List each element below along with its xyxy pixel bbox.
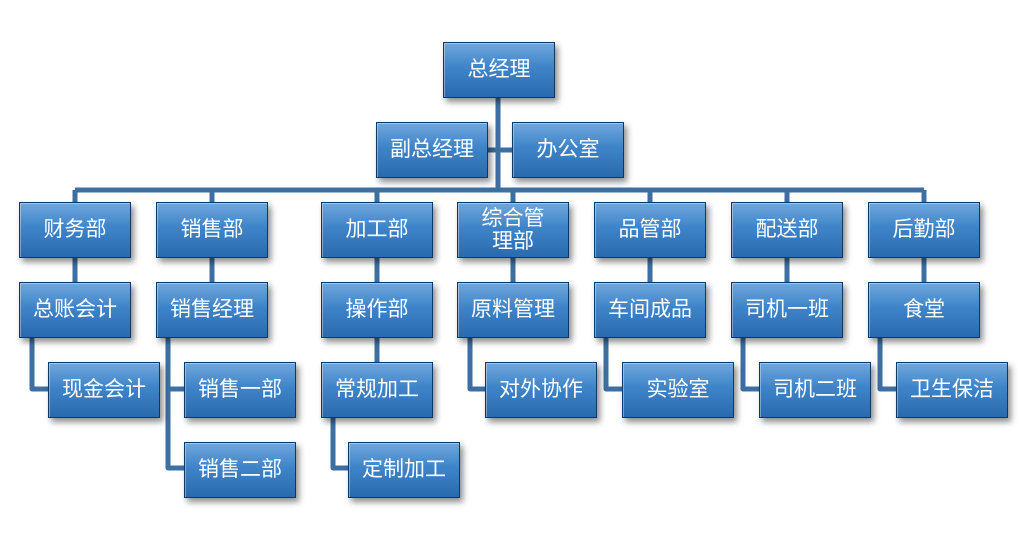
mgr-to-sales2: [165, 389, 184, 471]
node-label: 实验室: [646, 377, 710, 402]
node-external-cooperation: 对外协作: [485, 362, 597, 418]
node-label: 后勤部: [892, 217, 956, 242]
node-regular-processing: 常规加工: [321, 362, 433, 418]
node-label: 车间成品: [608, 297, 692, 322]
node-label: 卫生保洁: [910, 377, 994, 402]
node-sales-dept: 销售部: [156, 202, 268, 258]
node-general-management-dept: 综合管理部: [457, 202, 569, 258]
node-sales-manager: 销售经理: [156, 282, 268, 338]
node-finance-dept: 财务部: [19, 202, 131, 258]
node-driver-team-1: 司机一班: [731, 282, 843, 338]
node-laboratory: 实验室: [622, 362, 734, 418]
mgr-to-sales1: [165, 338, 184, 392]
node-label: 销售二部: [198, 457, 282, 482]
node-label: 总账会计: [33, 297, 117, 322]
node-label: 对外协作: [499, 377, 583, 402]
node-label: 食堂: [903, 297, 945, 322]
node-sanitation: 卫生保洁: [896, 362, 1008, 418]
driver1-to-driver2: [740, 338, 759, 392]
node-label: 销售一部: [198, 377, 282, 402]
node-workshop-product: 车间成品: [594, 282, 706, 338]
node-canteen: 食堂: [868, 282, 980, 338]
regular-to-custom: [330, 418, 348, 471]
raw-to-external: [467, 338, 485, 392]
node-sales-dept-1: 销售一部: [184, 362, 296, 418]
node-label: 财务部: [43, 217, 107, 242]
node-label: 办公室: [536, 137, 600, 162]
node-label: 总经理: [467, 57, 531, 82]
node-label: 综合管理部: [481, 205, 545, 253]
node-raw-material-mgmt: 原料管理: [457, 282, 569, 338]
node-custom-processing: 定制加工: [348, 442, 460, 498]
node-label: 副总经理: [390, 137, 474, 162]
node-label: 操作部: [345, 297, 409, 322]
node-delivery-dept: 配送部: [731, 202, 843, 258]
node-label: 司机二班: [773, 377, 857, 402]
node-vice-general-manager: 副总经理: [376, 122, 488, 178]
node-logistics-dept: 后勤部: [868, 202, 980, 258]
node-driver-team-2: 司机二班: [759, 362, 871, 418]
node-label: 品管部: [618, 217, 682, 242]
node-label: 常规加工: [335, 377, 419, 402]
node-general-manager: 总经理: [443, 42, 555, 98]
node-ledger-accountant: 总账会计: [19, 282, 131, 338]
node-label: 销售部: [180, 217, 244, 242]
node-operations: 操作部: [321, 282, 433, 338]
node-sales-dept-2: 销售二部: [184, 442, 296, 498]
node-cash-accountant: 现金会计: [48, 362, 160, 418]
node-office: 办公室: [512, 122, 624, 178]
node-label: 司机一班: [745, 297, 829, 322]
ledger-to-cash: [29, 338, 48, 392]
canteen-to-sanitation: [877, 338, 896, 392]
node-label: 现金会计: [62, 377, 146, 402]
node-quality-control-dept: 品管部: [594, 202, 706, 258]
node-label: 配送部: [755, 217, 819, 242]
node-label: 销售经理: [170, 297, 254, 322]
node-label: 定制加工: [362, 457, 446, 482]
node-label: 原料管理: [471, 297, 555, 322]
node-label: 加工部: [345, 217, 409, 242]
workshop-to-lab: [603, 338, 622, 392]
node-processing-dept: 加工部: [321, 202, 433, 258]
